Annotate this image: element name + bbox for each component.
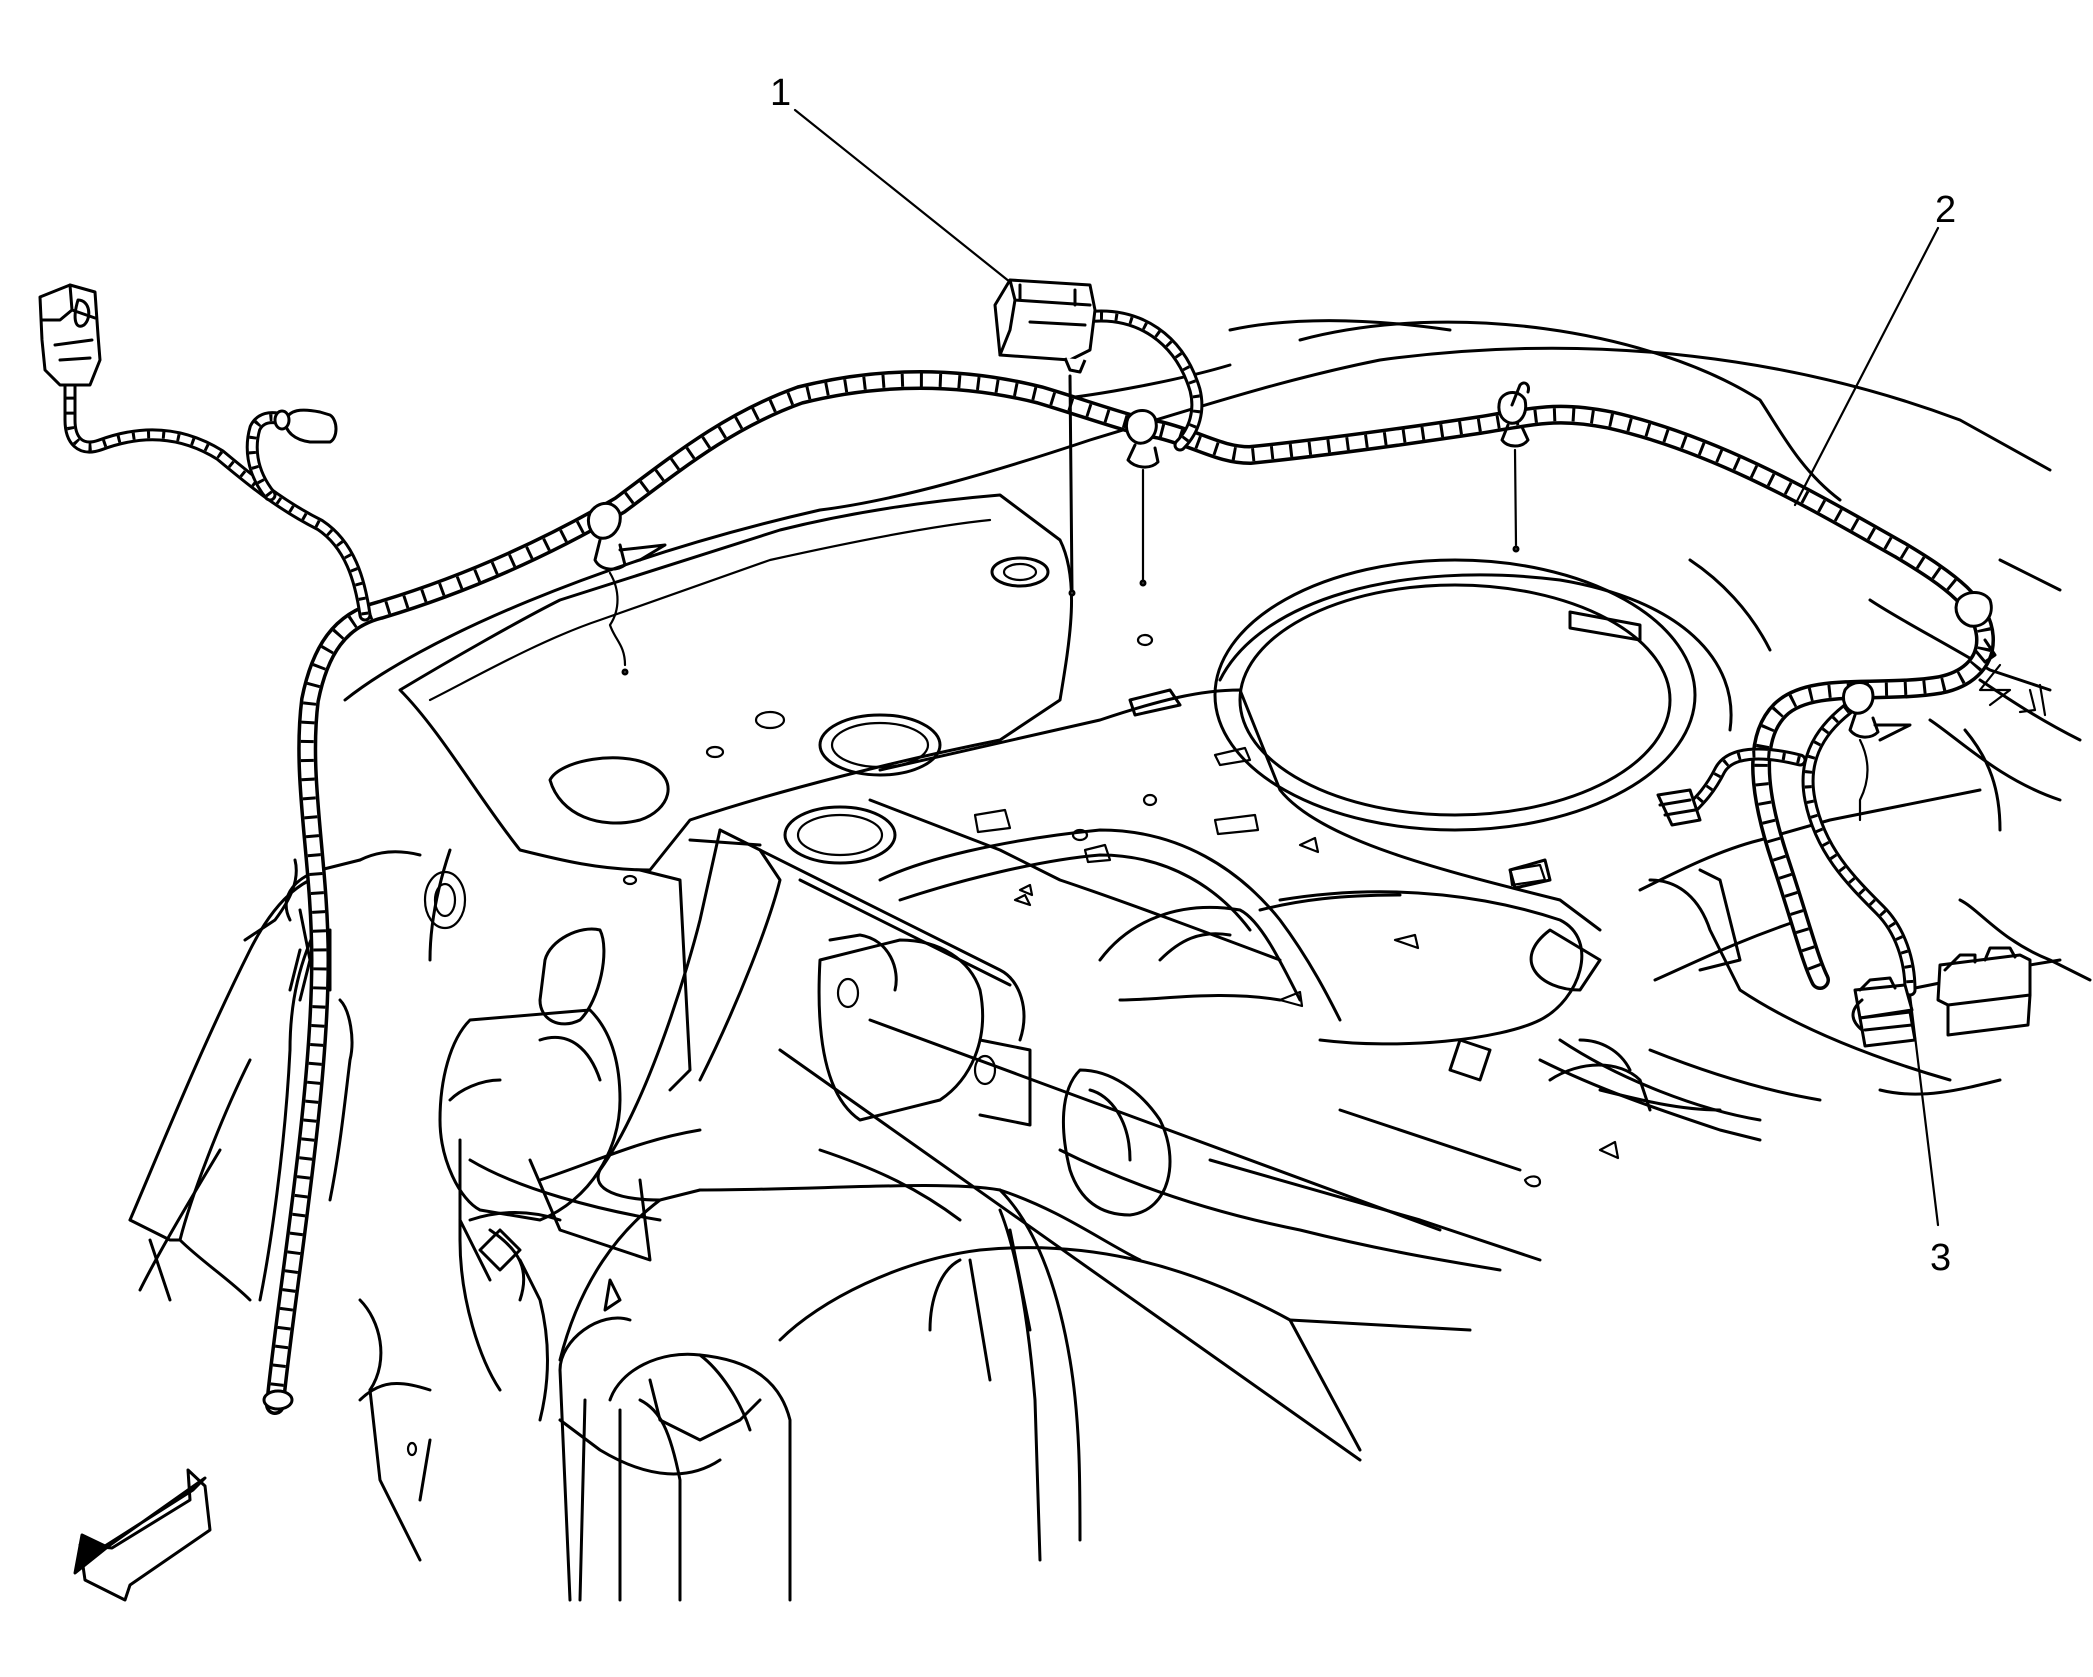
callout-2: 2	[1935, 189, 1956, 231]
harness-clip-center	[1124, 409, 1160, 587]
bulb-socket	[273, 408, 338, 444]
wiring-harness	[63, 309, 1995, 1415]
harness-clip-lower-right	[1841, 681, 1912, 822]
lower-right-connectors	[1851, 946, 2032, 1048]
callout-1: 1	[770, 72, 791, 114]
front-arrow-icon	[73, 1468, 212, 1602]
callout-leaders	[793, 108, 1940, 1227]
left-connector	[38, 283, 102, 387]
vehicle-body-structure	[128, 319, 2092, 1602]
connector-1	[993, 278, 1097, 597]
harness-clip-left	[586, 501, 667, 676]
right-bracket	[1656, 788, 1702, 827]
harness-clip-far-right	[1954, 591, 2047, 717]
callout-3: 3	[1930, 1237, 1951, 1279]
harness-clip-right	[1497, 381, 1530, 553]
